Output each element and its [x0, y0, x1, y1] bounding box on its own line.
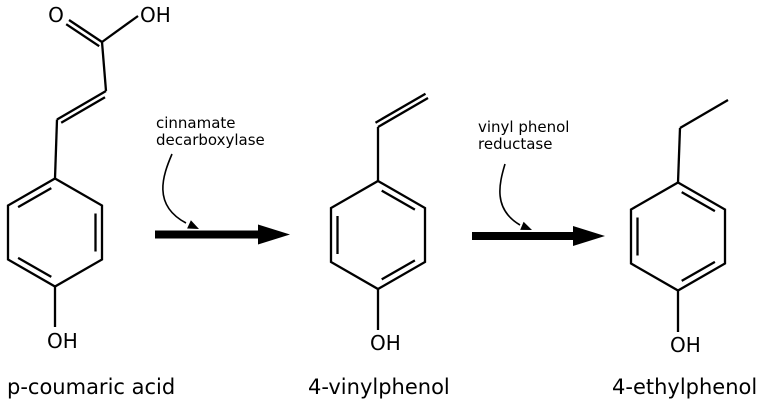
molecule-4-ethylphenol: OH 4-ethylphenol	[612, 99, 757, 399]
molecule-p-coumaric-acid: O OH OH p-coumaric acid	[6, 3, 175, 399]
ring-double-bond-lower-left	[17, 256, 52, 278]
curved-arrow-path	[162, 153, 187, 224]
enzyme-label-line-1: vinyl phenol	[478, 118, 569, 136]
enzyme-label-line-2: reductase	[478, 135, 552, 153]
vinyl-group	[374, 92, 429, 181]
ring-double-bond-lower-right	[681, 260, 716, 282]
reaction-arrow-head	[258, 224, 290, 245]
ethyl-bond-ring	[676, 127, 682, 183]
vinyl-double-bond-line-1	[377, 97, 429, 128]
molecule-4-vinylphenol: OH 4-vinylphenol	[308, 92, 450, 399]
chain-bond-beta-ring	[53, 119, 59, 179]
enzyme-label-line-2: decarboxylase	[156, 131, 265, 149]
ethyl-bond-terminal	[679, 99, 729, 129]
phenol-hydroxyl-label: OH	[47, 329, 78, 353]
curved-arrow-head	[520, 221, 532, 230]
ethyl-group	[676, 99, 729, 183]
curved-arrow	[499, 163, 532, 230]
reaction-step-2: vinyl phenol reductase	[472, 118, 605, 246]
phenol-hydroxyl-label: OH	[370, 331, 401, 355]
vinyl-double-bond-line-2	[374, 92, 427, 124]
ring-double-bond-upper-right	[681, 191, 716, 213]
compound-name-label: 4-vinylphenol	[308, 375, 450, 399]
ring-outline	[329, 179, 427, 291]
carbonyl-double-bond-line-2	[65, 23, 100, 48]
compound-name-label: p-coumaric acid	[7, 375, 175, 399]
propenoic-chain	[53, 41, 108, 179]
chain-double-bond-line-1	[56, 90, 107, 121]
carboxylic-acid-group: O OH	[48, 3, 171, 48]
benzene-ring	[629, 181, 727, 292]
chain-bond-carboxyl-alpha	[100, 41, 108, 92]
carbonyl-double-bond-line-1	[68, 19, 103, 43]
curved-arrow-path	[499, 163, 521, 226]
phenol-hydroxyl-label: OH	[670, 333, 701, 357]
curved-arrow	[162, 153, 199, 229]
benzene-ring	[6, 177, 104, 288]
ring-double-bond-upper-right	[381, 189, 416, 211]
compound-name-label: 4-ethylphenol	[612, 375, 757, 399]
phenol-hydroxyl-group: OH	[670, 290, 701, 357]
benzene-ring	[329, 179, 427, 291]
acid-hydroxyl-label: OH	[140, 3, 171, 27]
reaction-arrow-head	[573, 226, 605, 246]
ring-double-bond-upper-left	[17, 187, 52, 209]
enzyme-label-line-1: cinnamate	[156, 114, 236, 132]
phenol-hydroxyl-group: OH	[47, 286, 78, 353]
ring-double-bond-lower-right	[381, 259, 416, 281]
chain-double-bond-line-2	[60, 96, 106, 124]
carbonyl-oxygen-label: O	[48, 3, 64, 27]
c-oh-bond	[101, 15, 139, 43]
curved-arrow-head	[187, 220, 199, 229]
reaction-arrow	[155, 224, 290, 245]
reaction-arrow	[472, 226, 605, 246]
reaction-step-1: cinnamate decarboxylase	[155, 114, 290, 245]
ring-outline	[6, 177, 104, 288]
ring-outline	[629, 181, 727, 292]
phenol-hydroxyl-group: OH	[370, 289, 401, 355]
